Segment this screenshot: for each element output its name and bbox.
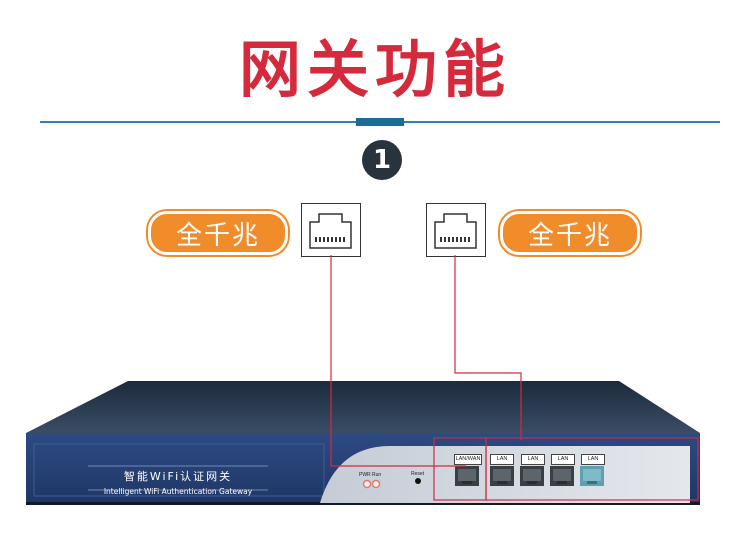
lan-ports-highlight [485, 437, 699, 501]
ethernet-ports [455, 466, 604, 486]
port-label-lan-4: LAN [581, 454, 605, 465]
port-label-lan-1: LAN [490, 454, 514, 465]
page-title: 网关功能 [238, 33, 511, 106]
device-label-en: Intelligent WiFi Authentication Gateway [103, 487, 253, 496]
reset-label: Reset [411, 471, 425, 477]
port-label-lan-wan: LAN/WAN [454, 454, 482, 465]
right-port-illustration [426, 203, 486, 257]
run-label: Run [372, 472, 382, 478]
reset-button[interactable] [415, 478, 421, 484]
pwr-label: PWR [359, 472, 371, 478]
divider-accent [356, 118, 404, 126]
ethernet-port-icon [434, 213, 477, 249]
ethernet-port-icon [309, 213, 352, 249]
left-port-illustration [301, 203, 361, 257]
right-gigabit-pill: 全千兆 [500, 211, 640, 255]
right-connector-line [454, 255, 522, 440]
step-badge: 1 [362, 140, 402, 180]
device-top [26, 381, 700, 433]
run-led [371, 479, 381, 489]
port-label-lan-3: LAN [551, 454, 575, 465]
pwr-led [362, 479, 372, 489]
left-gigabit-pill: 全千兆 [148, 211, 288, 255]
device-label: 智能WiFi认证网关 Intelligent WiFi Authenticati… [98, 468, 258, 496]
device-label-cn: 智能WiFi认证网关 [123, 470, 233, 483]
port-label-lan-2: LAN [521, 454, 545, 465]
left-connector-line [330, 255, 466, 467]
